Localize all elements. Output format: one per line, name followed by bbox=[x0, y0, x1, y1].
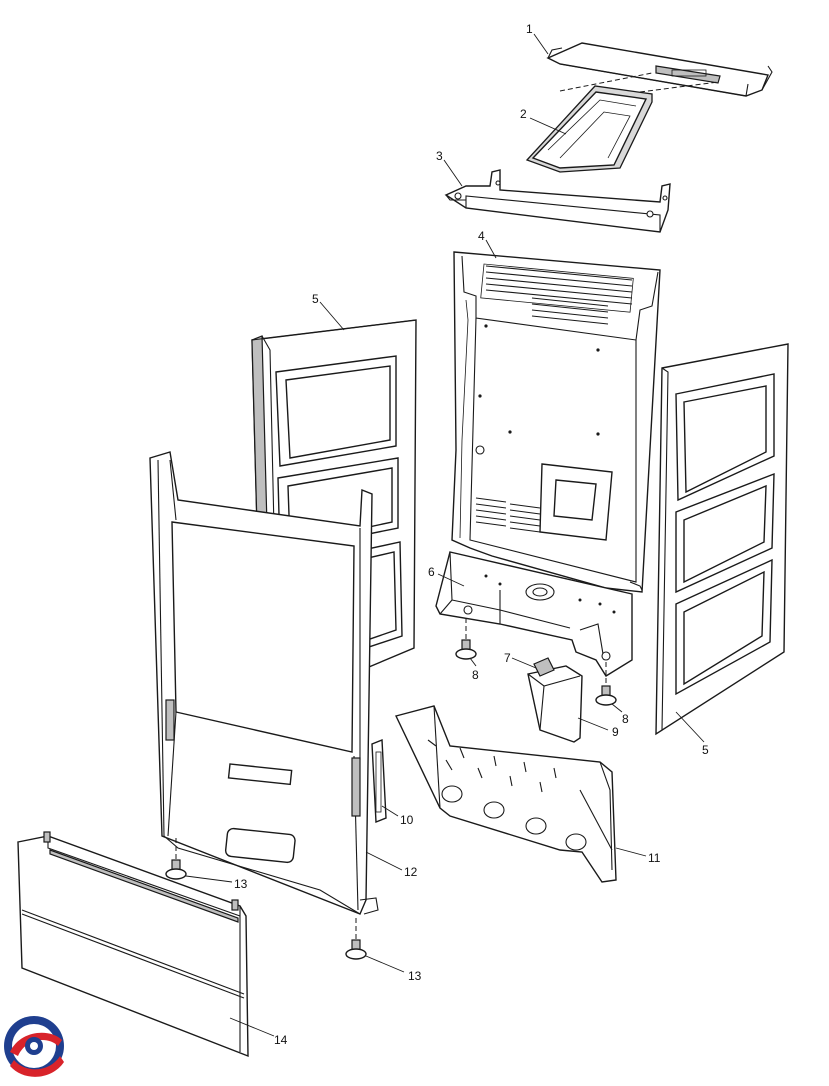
callout-5-left: 5 bbox=[312, 292, 319, 306]
part-7-clip bbox=[533, 657, 555, 677]
part-8-leveling-foot-right bbox=[595, 662, 617, 706]
callout-3: 3 bbox=[436, 149, 443, 163]
brand-logo bbox=[4, 1016, 64, 1077]
part-9-junction-box bbox=[527, 665, 583, 743]
part-14-drawer-front bbox=[17, 831, 249, 1058]
callout-2: 2 bbox=[520, 107, 527, 121]
callout-11: 11 bbox=[648, 851, 661, 865]
callout-8-left: 8 bbox=[472, 668, 479, 682]
callout-13-lower: 13 bbox=[408, 969, 422, 983]
part-13-foot-upper bbox=[165, 838, 187, 880]
callout-8-right: 8 bbox=[622, 712, 629, 726]
callout-1: 1 bbox=[526, 22, 533, 36]
vent-grille-lower bbox=[475, 497, 541, 533]
callout-5-right: 5 bbox=[702, 743, 709, 757]
callout-14: 14 bbox=[274, 1033, 288, 1047]
callout-10: 10 bbox=[400, 813, 414, 827]
part-2-filter-pad bbox=[525, 85, 653, 173]
part-11-kick-plate bbox=[395, 705, 617, 883]
callout-13-upper: 13 bbox=[234, 877, 248, 891]
part-13-foot-lower bbox=[345, 918, 367, 960]
callout-7: 7 bbox=[504, 651, 511, 665]
part-8-leveling-foot-left bbox=[455, 618, 477, 660]
part-3-bracket bbox=[444, 169, 671, 233]
callout-9: 9 bbox=[612, 725, 619, 739]
callout-labels: 1 2 3 4 5 5 6 7 8 8 9 10 11 12 13 13 14 bbox=[234, 22, 709, 1047]
callout-12: 12 bbox=[404, 865, 418, 879]
part-6-base-bracket bbox=[435, 551, 633, 677]
part-5-side-panel-right bbox=[655, 343, 789, 736]
part-12-front-frame bbox=[149, 451, 379, 915]
callout-leaders bbox=[185, 33, 705, 1037]
callout-4: 4 bbox=[478, 229, 485, 243]
vent-grille-top bbox=[480, 263, 634, 325]
part-4-back-panel bbox=[451, 251, 661, 593]
part-1-top-rail bbox=[546, 42, 773, 97]
part-10-slotted-strip bbox=[371, 738, 387, 824]
callout-6: 6 bbox=[428, 565, 435, 579]
